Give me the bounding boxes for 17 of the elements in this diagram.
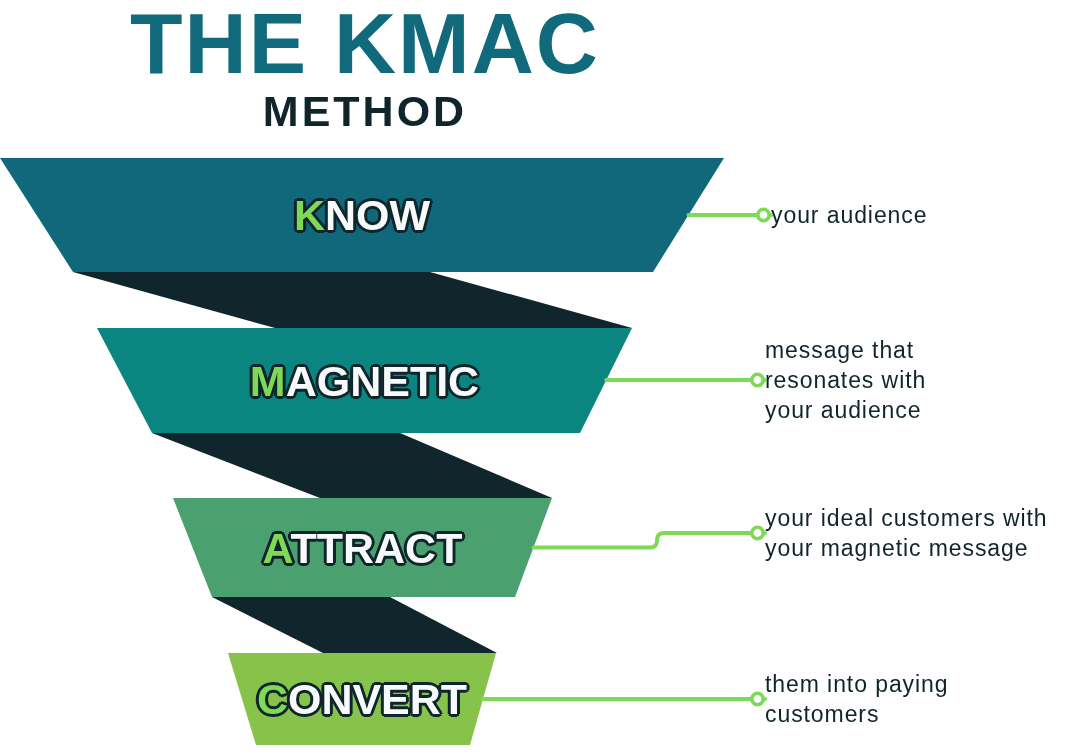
description-text: your ideal customers with your magnetic message <box>765 503 1070 563</box>
description-text: message that resonates with your audience <box>765 335 965 425</box>
funnel-band <box>228 653 496 745</box>
leader-line <box>686 207 773 223</box>
leader-line <box>531 525 767 550</box>
stage-title: MAGNETIC <box>248 355 481 406</box>
funnel-band <box>97 328 632 433</box>
stage-title: ATTRACT <box>261 522 464 573</box>
stage-title: CONVERT <box>255 674 469 724</box>
leader-line <box>604 372 767 388</box>
funnel-band <box>173 498 552 597</box>
stage-title: KNOW <box>292 190 432 240</box>
title: THE KMAC METHOD <box>129 0 601 136</box>
description-text: your audience <box>771 200 971 230</box>
funnel-band <box>0 158 724 272</box>
leader-line <box>481 691 767 707</box>
description-text: them into paying customers <box>765 669 995 729</box>
